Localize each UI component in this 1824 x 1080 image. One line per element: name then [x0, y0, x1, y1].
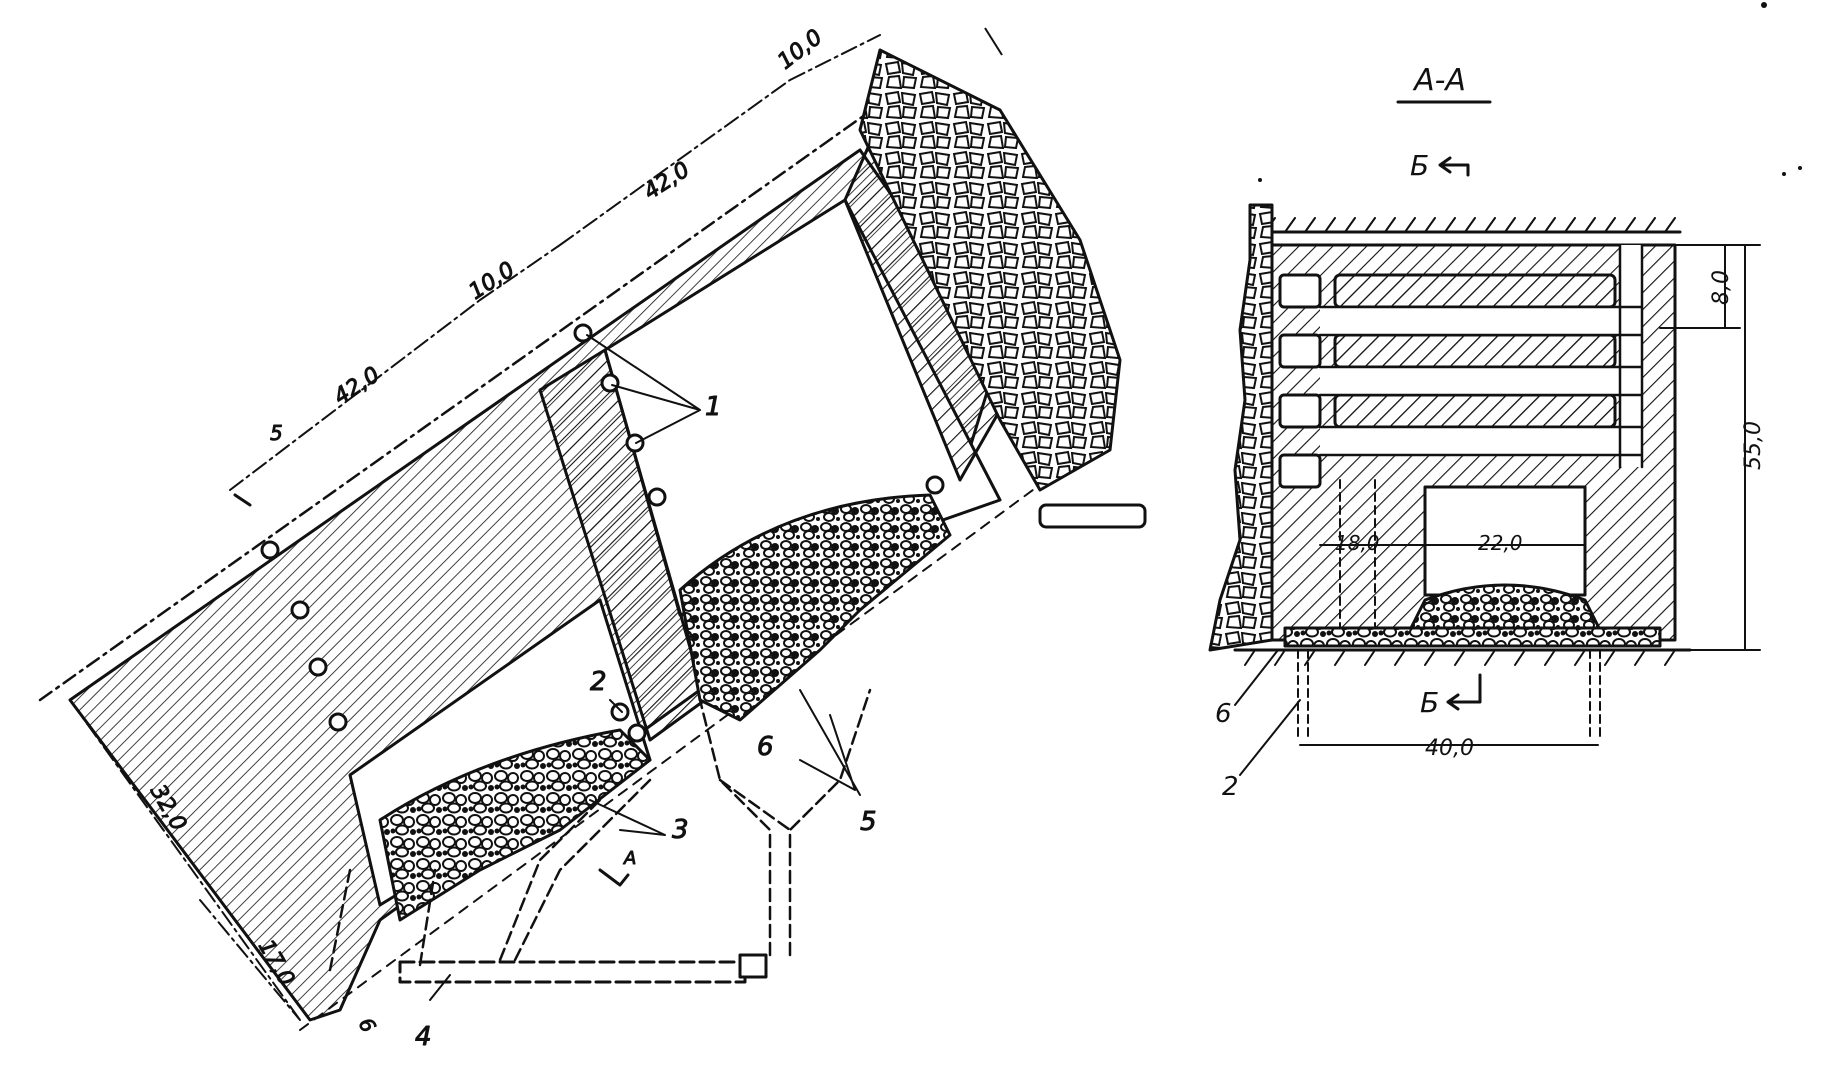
section-sublevel-gaps	[1320, 245, 1642, 467]
scan-specks	[1258, 2, 1802, 182]
scan-mark	[984, 27, 1003, 56]
dim-mid-small: 10,0	[465, 257, 520, 305]
drift-end-box	[738, 953, 768, 979]
dim-base-width: 40,0	[1425, 736, 1474, 761]
surface-top-ticks	[1264, 217, 1676, 233]
dimension-lines	[69, 34, 881, 1021]
footwall-line	[299, 469, 1061, 1031]
section-passes	[1297, 479, 1601, 741]
dim-bottom-corner: 6	[354, 1014, 381, 1037]
ore-pass-mid	[498, 778, 652, 962]
callout-5: 5	[860, 807, 877, 837]
section-chamber	[1423, 485, 1587, 597]
ore-pass-left	[328, 868, 437, 972]
section-chamber-ore	[1408, 583, 1602, 632]
haulage-drift-bottom	[398, 960, 747, 984]
section-mark-top	[233, 493, 252, 507]
section-caved-rock	[1208, 203, 1274, 652]
section-pillars	[1333, 273, 1617, 429]
cut-bottom-arrow	[1446, 673, 1482, 711]
section-drifts	[1278, 273, 1322, 489]
cut-top-label: Б	[1410, 149, 1429, 182]
section-view: A-A Б	[1208, 63, 1766, 802]
callout-6: 6	[757, 732, 774, 762]
dim-chamber-width: 22,0	[1478, 531, 1523, 555]
dim-left-marker: 5	[270, 421, 283, 445]
leader-lines	[429, 334, 861, 1001]
dim-total-height: 55,0	[1741, 421, 1766, 470]
dim-horizontal-lines	[1299, 544, 1599, 746]
cut-bottom-label: Б	[1420, 686, 1439, 719]
haulage-drift-upper	[1038, 503, 1147, 529]
section-a-arrow	[598, 868, 630, 887]
section-callout-2: 2	[1222, 772, 1239, 802]
dim-left-width: 18,0	[1335, 531, 1380, 555]
caved-rock-upper	[858, 48, 1122, 492]
callout-3: 3	[672, 815, 689, 845]
main-view: 10,0 42,0 10,0 42,0 5 32,0 17,0 6 1 2 3 …	[38, 24, 1147, 1053]
section-mark-a: A	[623, 848, 636, 869]
broken-ore-lower	[378, 728, 652, 922]
dim-lower-long: 42,0	[330, 362, 385, 410]
callout-2: 2	[590, 667, 607, 697]
dim-pillar-height: 8,0	[1709, 270, 1734, 305]
dim-top-mid: 42,0	[640, 157, 695, 205]
dim-right-lines	[1659, 244, 1761, 651]
section-leaders	[1234, 649, 1301, 776]
surface-bottom-ticks	[1244, 649, 1676, 666]
callout-1: 1	[705, 392, 722, 422]
hanging-wall-line	[38, 88, 902, 702]
callout-4: 4	[415, 1022, 432, 1052]
broken-ore-upper	[678, 493, 952, 722]
section-outline	[1318, 243, 1644, 469]
dim-top-left: 10,0	[773, 25, 827, 75]
section-title: A-A	[1412, 63, 1466, 98]
section-callout-6: 6	[1215, 699, 1232, 729]
ore-pass-y	[698, 688, 872, 957]
section-bottom-drift	[1283, 626, 1662, 648]
cut-top-arrow	[1438, 156, 1470, 177]
drill-drifts	[260, 323, 945, 743]
